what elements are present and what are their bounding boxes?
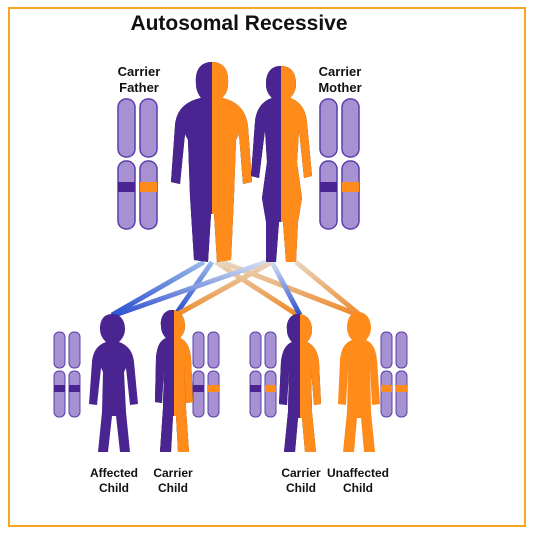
- mother-label-line1: Carrier: [318, 64, 362, 79]
- mother-label: Carrier Mother: [306, 64, 374, 96]
- child-label-line2: Child: [343, 481, 373, 495]
- child-label-line2: Child: [286, 481, 316, 495]
- diagram-title: Autosomal Recessive: [130, 12, 348, 35]
- child-label-line1: Affected: [89, 466, 138, 480]
- chromosome: [139, 98, 158, 230]
- child-label-unaffected: Unaffected Child: [322, 466, 394, 496]
- unaffected-child-chromosome-pair: [380, 331, 408, 418]
- mother-chromosome-pair: [319, 98, 360, 230]
- father-label-line1: Carrier: [117, 64, 161, 79]
- carrier-child-1-chromosome-pair: [192, 331, 220, 418]
- father-chromosome-pair: [117, 98, 158, 230]
- carrier-child-2-chromosome-pair: [249, 331, 277, 418]
- mother-silhouette: [251, 66, 312, 262]
- mother-label-line2: Mother: [318, 80, 362, 95]
- line-father-to-affected: [110, 259, 206, 318]
- chromosome: [319, 98, 338, 230]
- child-label-affected: Affected Child: [80, 466, 148, 496]
- father-silhouette: [171, 62, 252, 262]
- affected-child-chromosome-pair: [53, 331, 81, 418]
- line-mother-to-affected: [111, 259, 267, 319]
- line-mother-to-carrier1: [174, 259, 274, 318]
- line-mother-to-unaffected: [294, 260, 362, 317]
- line-father-to-carrier2: [214, 259, 298, 317]
- child-label-line1: Unaffected: [326, 466, 389, 480]
- child-label-line1: Carrier: [281, 466, 321, 480]
- child-label-line2: Child: [99, 481, 129, 495]
- child-label-carrier-2: Carrier Child: [272, 466, 330, 496]
- father-label: Carrier Father: [106, 64, 172, 96]
- unaffected-child-silhouette: [338, 312, 380, 452]
- carrier-child-2-silhouette: [279, 314, 321, 452]
- child-label-line1: Carrier: [153, 466, 193, 480]
- child-label-carrier-1: Carrier Child: [144, 466, 202, 496]
- carrier-child-1-silhouette: [155, 310, 193, 452]
- child-label-line2: Child: [158, 481, 188, 495]
- father-label-line2: Father: [119, 80, 159, 95]
- chromosome: [117, 98, 136, 230]
- inheritance-lines: [110, 259, 362, 319]
- affected-child-silhouette: [89, 314, 138, 452]
- line-mother-to-carrier2: [269, 260, 303, 317]
- chromosome: [341, 98, 360, 230]
